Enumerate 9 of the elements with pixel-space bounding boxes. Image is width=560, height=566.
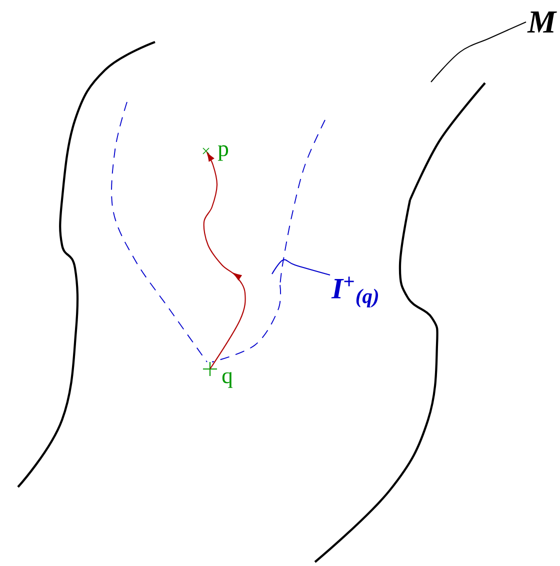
arrow bbox=[203, 152, 246, 370]
light-cone-boundary bbox=[280, 120, 326, 286]
manifold-label: M bbox=[527, 12, 557, 32]
leader-line bbox=[272, 259, 330, 276]
boundary-curve bbox=[409, 82, 486, 200]
point-label: p bbox=[218, 145, 228, 161]
future-set-label: I$^{+}$(q) bbox=[331, 276, 378, 308]
leader-line bbox=[430, 22, 526, 82]
point-label: q bbox=[222, 372, 233, 388]
